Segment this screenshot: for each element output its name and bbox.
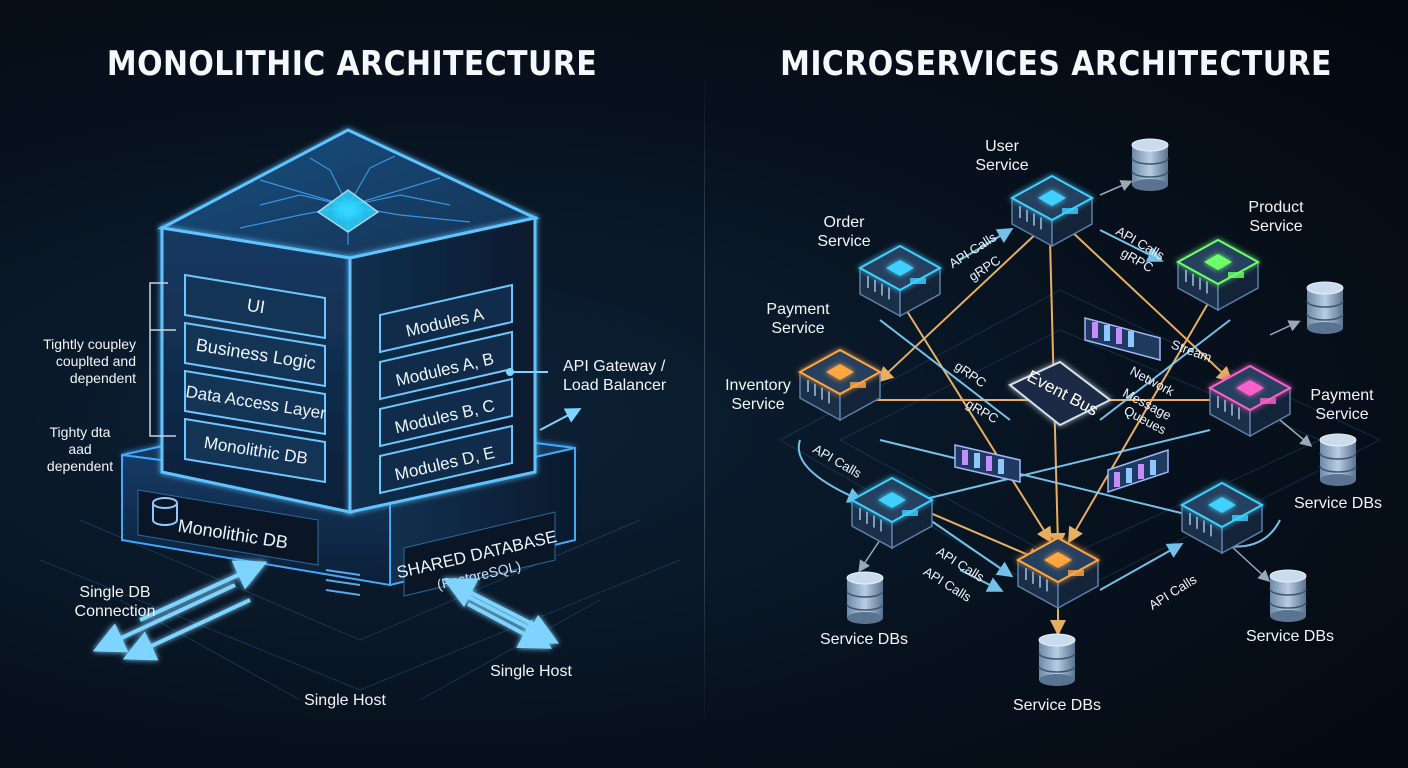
inventory-bottom-left-node — [849, 476, 935, 550]
label-line: Service — [975, 157, 1029, 174]
annotation-line: aad — [68, 441, 92, 457]
microservices-title: MICROSERVICES ARCHITECTURE — [780, 44, 1332, 84]
product-service-node — [1175, 238, 1261, 312]
label-line: Service — [731, 396, 785, 413]
message-queue-right — [1107, 448, 1169, 494]
edge-label-api-calls-6: API Calls — [1146, 571, 1200, 612]
server-vents — [325, 569, 361, 596]
service-edges-cool — [797, 227, 1281, 592]
edge-label-api-calls-3: API Calls — [810, 441, 864, 481]
service-dbs-bottom-right-label: Service DBs — [1245, 628, 1335, 645]
front-layer-stack: UI Business Logic Data Access Layer Mono… — [184, 273, 328, 484]
label-line: Payment — [1310, 387, 1374, 404]
db-connection-arrows — [92, 560, 268, 661]
coupling-bracket — [149, 282, 176, 437]
connection-line: Connection — [74, 603, 156, 620]
inventory-service-label: Inventory Service — [722, 376, 794, 414]
label-line: Inventory — [725, 377, 791, 394]
service-databases — [846, 138, 1357, 686]
message-queue-left — [954, 444, 1021, 483]
layer-ui: UI — [245, 295, 266, 318]
annotation-tightly-coupled: Tightly coupley couplted and dependent — [40, 336, 136, 387]
database-icon — [152, 497, 178, 526]
service-nodes — [797, 174, 1293, 610]
bottom-right-node — [1179, 481, 1265, 555]
label-line: Order — [823, 214, 865, 231]
service-dbs-bottom-left-label: Service DBs — [819, 631, 909, 648]
payment-service-left-label: Payment Service — [762, 300, 834, 338]
service-dbs-bottom-center-label: Service DBs — [1012, 697, 1102, 714]
annotation-line: couplted and — [55, 353, 136, 369]
label-line: Service — [771, 320, 825, 337]
edge-label-grpc-3: gRPC — [952, 358, 989, 390]
load-balancer-line: Load Balancer — [563, 377, 667, 394]
payment-service-right-label: Payment Service — [1306, 386, 1378, 424]
message-queue-top — [1084, 317, 1161, 361]
order-service-label: Order Service — [808, 213, 880, 251]
panel-divider — [704, 80, 705, 720]
single-host-left-label: Single Host — [304, 692, 386, 709]
payment-service-right-node — [1207, 364, 1293, 438]
annotation-line: Tightly coupley — [43, 336, 136, 352]
label-line: User — [985, 138, 1019, 155]
user-service-node — [1009, 174, 1095, 248]
monolithic-title: MONOLITHIC ARCHITECTURE — [106, 44, 598, 84]
event-bus: Event Bus — [1008, 360, 1112, 427]
product-service-label: Product Service — [1240, 198, 1312, 236]
single-host-right-label: Single Host — [490, 663, 572, 680]
db-bottom-right-icon — [1269, 569, 1307, 622]
api-gateway-label: API Gateway / Load Balancer — [563, 357, 666, 395]
service-edges-grey — [858, 180, 1313, 583]
annotation-line: dependent — [69, 370, 136, 386]
annotation-line: Tighty dta — [49, 424, 111, 440]
bottom-center-node — [1015, 536, 1101, 610]
order-service-node — [857, 244, 943, 318]
gateway-arrow — [506, 368, 582, 431]
db-bottom-center-icon — [1038, 633, 1076, 686]
db-top-right-icon — [1131, 138, 1169, 191]
annotation-tightly-data: Tighty dta aad dependent — [30, 424, 130, 475]
db-bottom-left-icon — [846, 571, 884, 624]
label-line: Payment — [766, 301, 830, 318]
db-right-upper-icon — [1306, 281, 1344, 334]
single-db-line: Single DB — [79, 584, 151, 601]
user-service-label: User Service — [966, 137, 1038, 175]
label-line: Service — [1249, 218, 1303, 235]
single-db-connection-label: Single DB Connection — [60, 583, 170, 621]
label-line: Product — [1248, 199, 1304, 216]
payment-service-left-node — [797, 348, 883, 422]
cpu-chip-icon — [316, 189, 380, 233]
service-dbs-right-label: Service DBs — [1293, 495, 1383, 512]
api-gateway-line: API Gateway / — [563, 358, 666, 375]
label-line: Service — [1315, 406, 1369, 423]
label-line: Service — [817, 233, 871, 250]
db-right-lower-icon — [1319, 433, 1357, 486]
annotation-line: dependent — [46, 458, 114, 474]
host-arrows — [442, 578, 560, 649]
